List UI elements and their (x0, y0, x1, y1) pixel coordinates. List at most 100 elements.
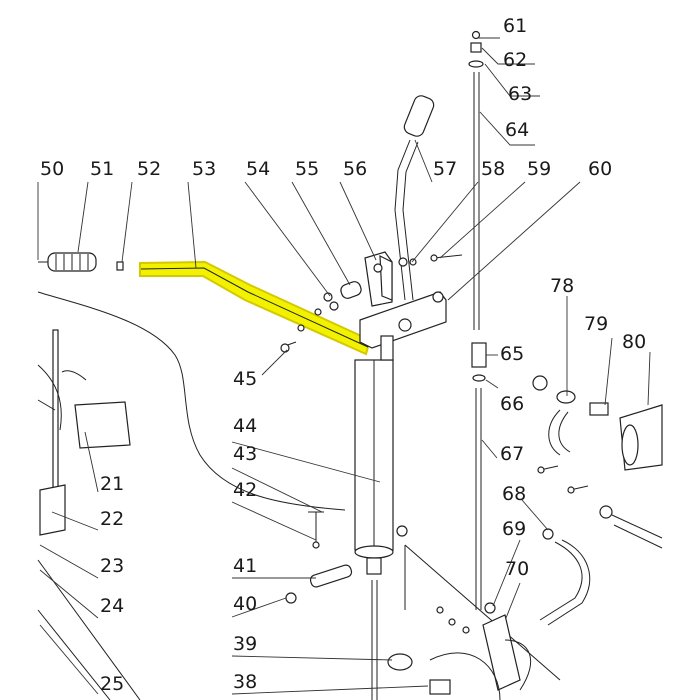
lever-arm-part-53 (139, 260, 372, 356)
left-wheel-spoke (37, 399, 56, 411)
pin-part-52 (116, 261, 124, 271)
cylinder-base (354, 545, 394, 559)
lever-centerline (140, 267, 369, 348)
knob-part-61 (471, 30, 481, 40)
washer-part-68 (542, 528, 554, 540)
fitting-part-78 (556, 390, 576, 404)
label-80: 80 (622, 331, 646, 353)
frame-diagonal (404, 544, 561, 681)
fitting-part-79 (589, 402, 609, 416)
hook-part-42 (308, 511, 324, 545)
hose-elbow (548, 409, 571, 456)
bracket-bore (398, 318, 412, 332)
hook-end (312, 541, 320, 549)
part-labels: 61 62 63 64 50 51 52 53 54 55 56 57 58 5… (40, 15, 646, 695)
washer-part-54a (323, 292, 333, 302)
washer-small (314, 308, 322, 316)
label-61: 61 (503, 15, 527, 37)
cylinder-seal (396, 525, 408, 537)
bolt-head-45 (280, 343, 290, 353)
leader-lines (37, 37, 651, 695)
bolts-pump (539, 465, 589, 491)
label-79: 79 (584, 313, 608, 335)
bracket-pivot (432, 291, 444, 303)
washer-small-2 (297, 324, 305, 332)
label-70: 70 (505, 558, 529, 580)
fitting-part-39 (387, 653, 413, 671)
label-22: 22 (100, 508, 124, 530)
vertical-rod-assembly (468, 30, 487, 610)
label-54: 54 (246, 158, 270, 180)
rod-part-24 (37, 559, 141, 700)
sleeve-part-65 (471, 342, 487, 368)
label-21: 21 (100, 473, 124, 495)
nut-part-62 (470, 42, 482, 53)
hose-part-68 (539, 539, 591, 626)
bolt-part-59 (433, 254, 463, 259)
label-67: 67 (500, 443, 524, 465)
fitting-part-38 (429, 679, 451, 695)
label-69: 69 (502, 518, 526, 540)
rod-part-25 (37, 609, 111, 700)
label-63: 63 (508, 83, 532, 105)
handle-shaft-part-57 (394, 139, 419, 301)
label-45: 45 (233, 368, 257, 390)
pipe-right (611, 514, 663, 549)
handle-grip-part-57 (403, 95, 435, 137)
bracket-hole (373, 263, 383, 273)
plate-part-21 (74, 401, 131, 449)
nut-part-78 (532, 375, 548, 391)
lower-left-parts (285, 511, 353, 604)
pin-part-41 (309, 564, 353, 588)
label-60: 60 (588, 158, 612, 180)
ring-part-40 (285, 592, 297, 604)
label-43: 43 (233, 443, 257, 465)
valve-block-part-70 (482, 614, 521, 691)
grip-assembly (38, 252, 124, 272)
nut-part-58 (398, 257, 408, 267)
cylinder-fitting (366, 557, 382, 575)
label-66: 66 (500, 393, 524, 415)
label-50: 50 (40, 158, 64, 180)
label-55: 55 (295, 158, 319, 180)
hydraulic-fittings (387, 375, 663, 700)
nut-part-69 (484, 602, 496, 614)
label-38: 38 (233, 671, 257, 693)
washer-part-54b (329, 301, 339, 311)
label-68: 68 (502, 483, 526, 505)
label-23: 23 (100, 555, 124, 577)
label-44: 44 (233, 415, 257, 437)
lever-highlight (139, 260, 372, 356)
label-41: 41 (233, 555, 257, 577)
label-59: 59 (527, 158, 551, 180)
clip-spring (61, 370, 87, 381)
label-58: 58 (481, 158, 505, 180)
hydraulic-cylinder (354, 335, 561, 700)
label-51: 51 (90, 158, 114, 180)
label-78: 78 (550, 275, 574, 297)
bushing-part-55 (340, 281, 362, 299)
label-52: 52 (137, 158, 161, 180)
bracket-ear-side (379, 255, 393, 301)
label-25: 25 (100, 673, 124, 695)
label-42: 42 (233, 479, 257, 501)
lower-pipes (429, 639, 532, 700)
label-57: 57 (433, 158, 457, 180)
pump-face (621, 424, 639, 466)
washer-part-66 (472, 374, 486, 382)
main-bracket-assembly (359, 95, 463, 349)
label-65: 65 (500, 343, 524, 365)
label-39: 39 (233, 633, 257, 655)
bracket-part-22 (39, 484, 66, 536)
label-24: 24 (100, 595, 124, 617)
cylinder-rod-top (380, 335, 394, 361)
washer-part-58 (409, 258, 417, 266)
label-53: 53 (192, 158, 216, 180)
left-mechanism (37, 291, 346, 700)
left-vertical-rod (52, 329, 59, 491)
label-40: 40 (233, 593, 257, 615)
label-62: 62 (503, 49, 527, 71)
label-64: 64 (505, 119, 529, 141)
